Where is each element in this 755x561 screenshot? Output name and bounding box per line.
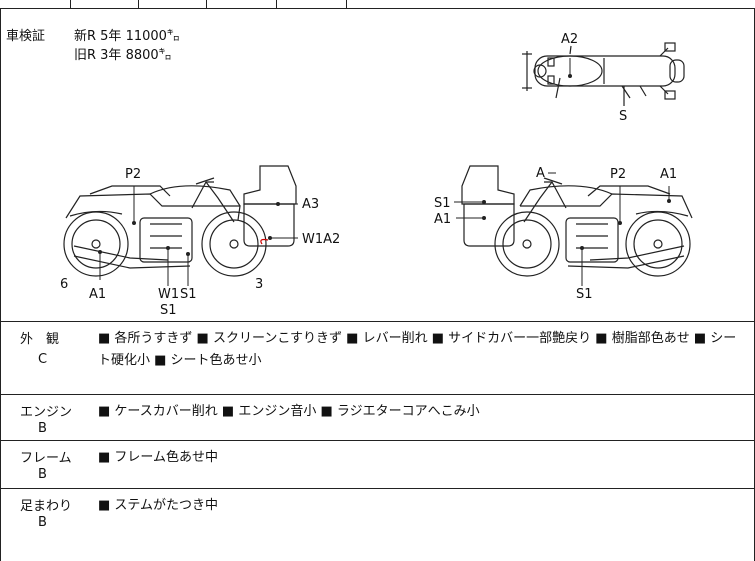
condition-row: 外 観 C ■ 各所うすきず ■ スクリーンこすりきず ■ レバー削れ ■ サイ… <box>0 322 755 395</box>
label-top-a2: A2 <box>561 32 578 47</box>
label-right-s1: S1 <box>434 196 451 211</box>
motorcycle-diagrams: A2 S P2 A3 W1A2 6 A1 W1 S1 S1 3 A P2 A1 … <box>60 32 693 318</box>
label-left-3: 3 <box>255 277 263 292</box>
strip-divider <box>70 0 71 8</box>
shaken-old: 旧R 3年 8800㌔ <box>74 48 172 63</box>
condition-grade: C <box>38 352 48 367</box>
condition-grade: B <box>38 421 47 436</box>
label-left-a1: A1 <box>89 287 106 302</box>
condition-notes: ■ フレーム色あせ中 <box>98 450 219 465</box>
strip-divider <box>276 0 277 8</box>
shaken-label: 車検証 <box>6 29 46 44</box>
label-right-a1: A1 <box>660 167 677 182</box>
right-side-motorcycle-icon <box>461 165 693 277</box>
condition-category: 外 観 <box>20 332 60 347</box>
condition-row: エンジン B ■ ケースカバー削れ ■ エンジン音小 ■ ラジエターコアへこみ小 <box>0 395 755 441</box>
label-right-s1-lower: S1 <box>576 287 593 302</box>
strip-divider <box>346 0 347 8</box>
label-left-w1a2: W1A2 <box>302 232 340 247</box>
condition-row: 足まわり B ■ ステムがたつき中 <box>0 489 755 561</box>
label-left-p2: P2 <box>125 167 141 182</box>
top-table-strip <box>0 0 755 9</box>
label-left-s1-lower: S1 <box>160 303 177 318</box>
condition-notes: ■ ケースカバー削れ ■ エンジン音小 ■ ラジエターコアへこみ小 <box>98 404 480 419</box>
left-side-motorcycle-icon <box>63 165 297 277</box>
condition-category: 足まわり <box>20 499 73 514</box>
condition-notes: ■ 各所うすきず ■ スクリーンこすりきず ■ レバー削れ ■ サイドカバー一部… <box>98 331 737 368</box>
label-right-p2: P2 <box>610 167 626 182</box>
label-top-s: S <box>619 109 627 124</box>
top-view-motorcycle-icon <box>522 42 685 106</box>
label-left-w1: W1 <box>158 287 179 302</box>
condition-row: フレーム B ■ フレーム色あせ中 <box>0 441 755 489</box>
condition-category: エンジン <box>20 405 73 420</box>
condition-grade: B <box>38 467 47 482</box>
condition-notes: ■ ステムがたつき中 <box>98 498 219 513</box>
label-left-s1: S1 <box>180 287 197 302</box>
label-right-a1-side: A1 <box>434 212 451 227</box>
strip-divider <box>138 0 139 8</box>
label-left-a3: A3 <box>302 197 319 212</box>
label-right-a: A <box>536 166 545 181</box>
condition-grade: B <box>38 515 47 530</box>
label-left-6: 6 <box>60 277 68 292</box>
condition-category: フレーム <box>20 451 72 466</box>
strip-divider <box>206 0 207 8</box>
shaken-new: 新R 5年 11000㌔ <box>74 29 180 44</box>
damage-diagram-area: 車検証 新R 5年 11000㌔ 旧R 3年 8800㌔ <box>0 8 755 322</box>
